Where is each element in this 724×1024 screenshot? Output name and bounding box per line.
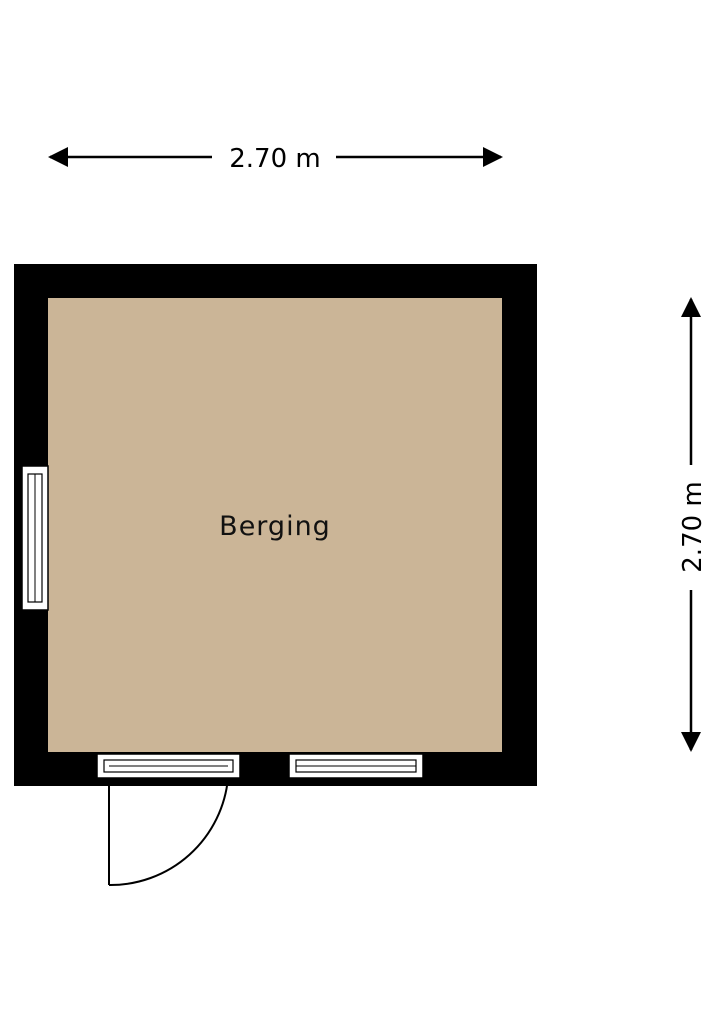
door-swing-arc: [108, 777, 229, 887]
bottom-window: [288, 753, 424, 779]
left-window: [21, 465, 49, 611]
height-dimension-label: 2.70 m: [678, 481, 708, 572]
room-label: Berging: [219, 511, 331, 542]
height-dimension: 2.70 m: [678, 297, 708, 752]
room-floor: [48, 298, 502, 752]
width-dimension: 2.70 m: [48, 144, 503, 174]
door: [96, 753, 241, 887]
width-dimension-label: 2.70 m: [229, 144, 320, 174]
